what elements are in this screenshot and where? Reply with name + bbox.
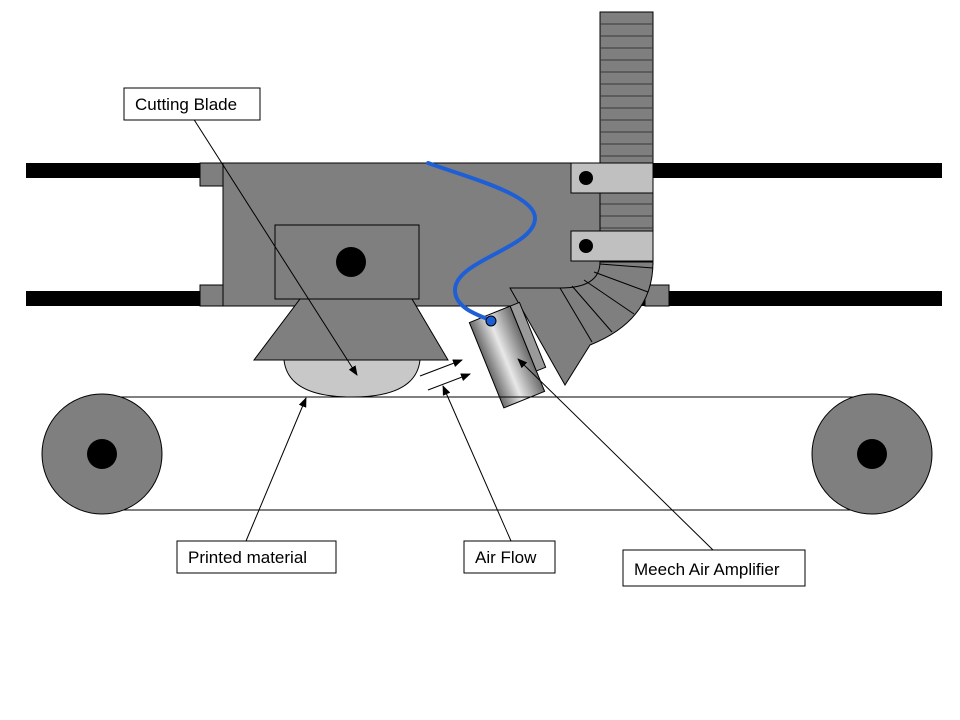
air-amplifier (468, 301, 547, 409)
motor-shaft (336, 247, 366, 277)
leader-air-flow (442, 385, 512, 542)
conveyor-belt (102, 396, 872, 511)
rail-clamp (199, 284, 225, 307)
leader-printed-material (245, 397, 307, 542)
callout-air-flow: Air Flow (463, 540, 556, 574)
air-hose (426, 161, 538, 322)
leader-cutting-blade (192, 117, 358, 376)
callout-printed-material: Printed material (176, 540, 337, 574)
curved-duct (509, 261, 654, 386)
bracket-bolt (579, 171, 593, 185)
callout-air-amplifier: Meech Air Amplifier (622, 549, 806, 587)
right-roller-hub (857, 439, 887, 469)
vertical-duct (599, 11, 654, 265)
callout-printed-material-text: Printed material (188, 548, 307, 567)
left-roller-hub (87, 439, 117, 469)
leader-air-amplifier (517, 358, 714, 551)
air-flow-arrow (427, 373, 471, 391)
blade-guard (252, 298, 449, 361)
cutting-blade (283, 359, 421, 398)
air-flow-arrow (419, 359, 463, 377)
callout-air-amplifier-text: Meech Air Amplifier (634, 560, 780, 579)
rail-clamp (199, 162, 225, 187)
bracket-bolt (579, 239, 593, 253)
callout-cutting-blade: Cutting Blade (123, 87, 261, 121)
hose-fitting (485, 315, 497, 327)
callout-cutting-blade-text: Cutting Blade (135, 95, 237, 114)
callout-air-flow-text: Air Flow (475, 548, 537, 567)
